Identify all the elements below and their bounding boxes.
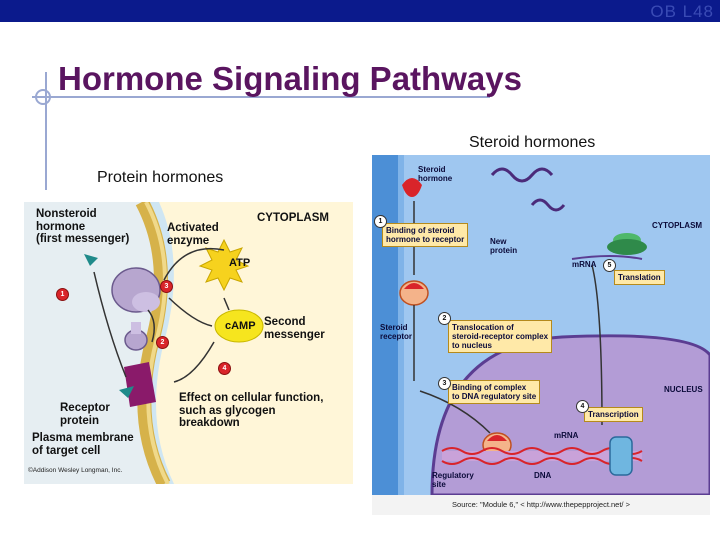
label-camp: cAMP: [225, 320, 256, 332]
protein-diagram-art: [24, 202, 353, 484]
step-marker-2: 2: [438, 312, 451, 325]
copyright-text: ©Addison Wesley Longman, Inc.: [28, 467, 123, 474]
corner-label: OB L48: [650, 2, 714, 21]
step-marker-4: 4: [576, 400, 589, 413]
step-marker-3: 3: [160, 280, 173, 293]
step-marker-1: 1: [56, 288, 69, 301]
source-citation: Source: "Module 6," < http://www.thepepp…: [372, 495, 710, 515]
label-mrna-bottom: mRNA: [554, 431, 579, 440]
step-marker-2: 2: [156, 336, 169, 349]
label-dna: DNA: [534, 471, 552, 480]
box-translation: Translation: [614, 270, 665, 285]
label-cytoplasm-right: CYTOPLASM: [652, 221, 703, 230]
label-cytoplasm-left: CYTOPLASM: [257, 212, 329, 224]
crosshair-icon: [35, 89, 51, 105]
horizontal-rule: [32, 96, 490, 98]
label-nucleus: NUCLEUS: [664, 385, 703, 394]
step-marker-3: 3: [438, 377, 451, 390]
top-bar: OB L48: [0, 0, 720, 22]
caption-steroid: Steroid hormones: [469, 134, 596, 151]
vertical-rule: [45, 72, 47, 190]
step-marker-1: 1: [374, 215, 387, 228]
caption-protein: Protein hormones: [97, 169, 224, 186]
slide-title: Hormone Signaling Pathways: [58, 60, 522, 97]
box-transcription: Transcription: [584, 407, 643, 422]
step-marker-4: 4: [218, 362, 231, 375]
label-effect: Effect on cellular function,such as glyc…: [179, 392, 324, 429]
step-marker-5: 5: [603, 259, 616, 272]
label-mrna-top: mRNA: [572, 260, 597, 269]
label-atp: ATP: [229, 257, 251, 269]
